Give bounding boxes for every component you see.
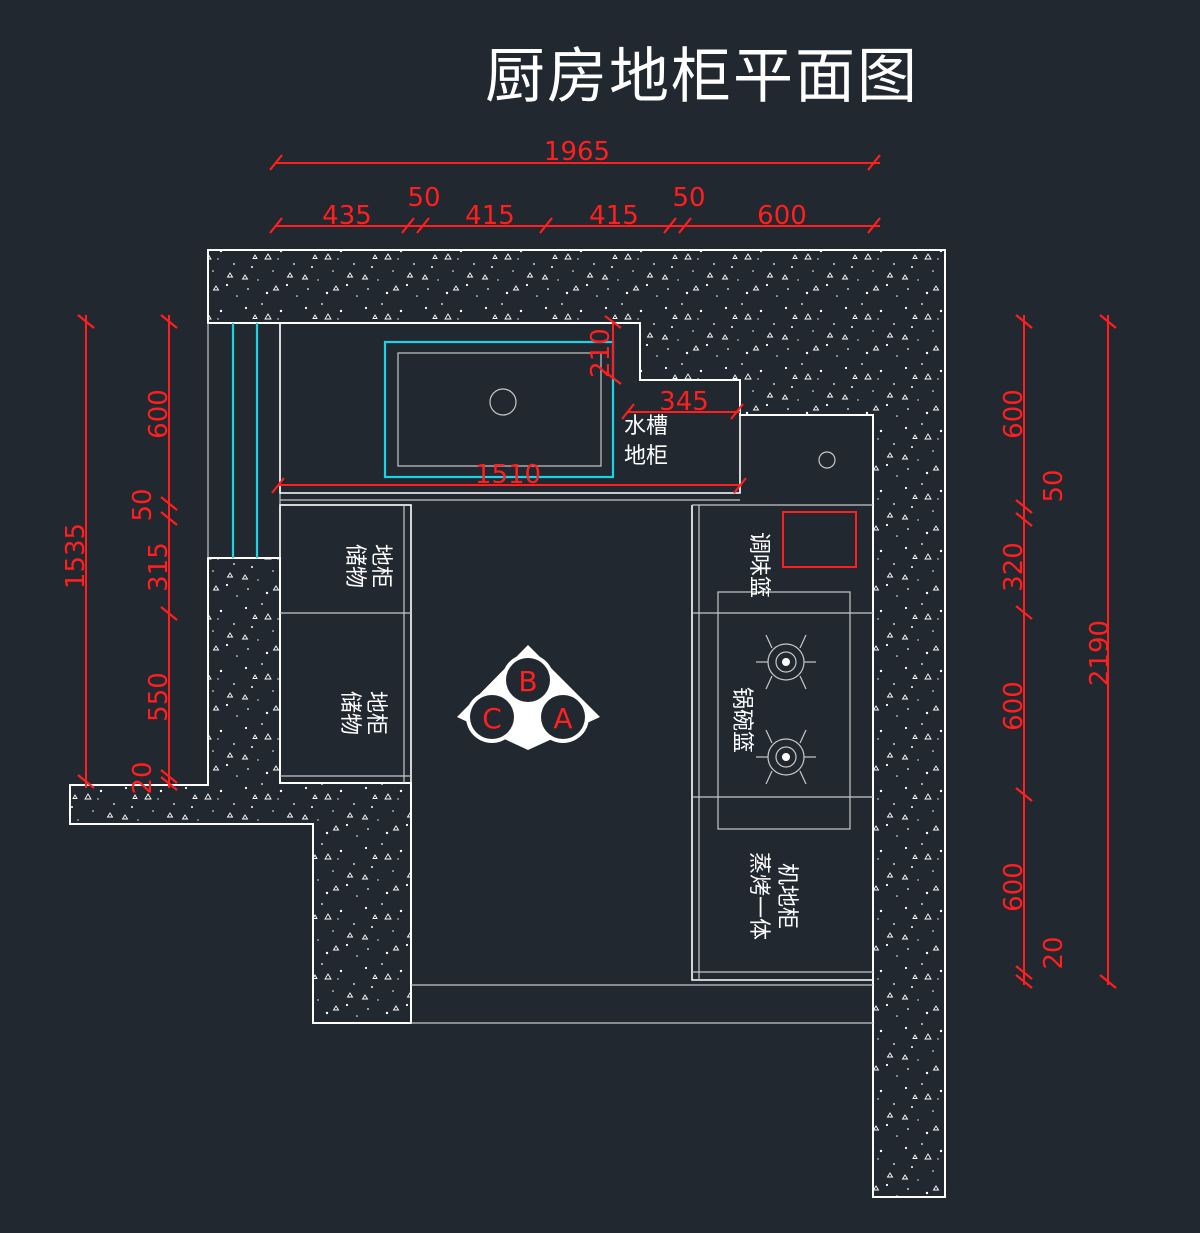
sink-cabinet-label: 水槽 — [624, 414, 668, 439]
burner-icon — [756, 729, 816, 785]
storage-cabinet-label: 地柜 — [368, 544, 393, 588]
dim-right-seg: 50 — [1039, 469, 1069, 502]
storage-cabinets — [279, 504, 412, 784]
storage-cabinet-label: 地柜 — [363, 691, 388, 735]
dim-right-seg: 20 — [1039, 936, 1069, 969]
dim-left-total: 1535 — [61, 523, 91, 589]
dim-sink-offset: 345 — [659, 387, 709, 417]
dim-right-seg: 600 — [999, 389, 1029, 439]
pot-basket-label: 锅碗篮 — [729, 687, 754, 753]
work-triangle-icon — [457, 645, 600, 750]
dim-left-seg: 550 — [144, 672, 174, 722]
dim-right-total: 2190 — [1085, 620, 1115, 686]
dim-top-seg: 415 — [465, 201, 515, 231]
dim-sink-width: 1510 — [475, 460, 541, 490]
dim-top-seg: 50 — [407, 183, 440, 213]
seasoning-basket-label: 调味篮 — [746, 532, 771, 598]
dim-left-seg: 20 — [128, 761, 158, 794]
oven-cabinet-label: 蒸烤一体 — [746, 852, 771, 940]
sink-cabinet-label: 地柜 — [624, 444, 668, 469]
cooktop — [717, 591, 851, 830]
dim-top-seg: 600 — [757, 201, 807, 231]
dim-top-total: 1965 — [544, 137, 610, 167]
dim-right-seg: 600 — [999, 862, 1029, 912]
wall-left — [69, 557, 412, 1024]
sink-drain-icon — [489, 388, 517, 416]
sink-outer — [383, 340, 615, 479]
dim-right-seg: 600 — [999, 681, 1029, 731]
oven-cabinet-label: 机地柜 — [774, 863, 799, 929]
dim-top-seg: 415 — [589, 201, 639, 231]
dim-top-seg: 435 — [322, 201, 372, 231]
right-counter — [691, 414, 874, 981]
sink-basin — [397, 352, 602, 467]
dim-top-seg: 50 — [672, 183, 705, 213]
storage-cabinet-label: 储物 — [337, 691, 362, 735]
dim-right-seg: 320 — [999, 542, 1029, 592]
storage-cabinet-label: 储物 — [342, 544, 367, 588]
page-title: 厨房地柜平面图 — [485, 42, 919, 112]
dim-left-seg: 315 — [144, 542, 174, 592]
dim-left-seg: 600 — [144, 389, 174, 439]
dim-left-seg: 50 — [128, 488, 158, 521]
triangle-label-b: B — [518, 665, 537, 698]
triangle-label-c: C — [482, 702, 502, 735]
burner-icon — [756, 634, 816, 690]
triangle-label-a: A — [553, 702, 572, 735]
seasoning-basket-box — [782, 511, 857, 568]
tap-hole-icon — [818, 451, 836, 469]
dim-sink-depth: 210 — [586, 328, 616, 378]
sink-counter — [279, 322, 741, 494]
